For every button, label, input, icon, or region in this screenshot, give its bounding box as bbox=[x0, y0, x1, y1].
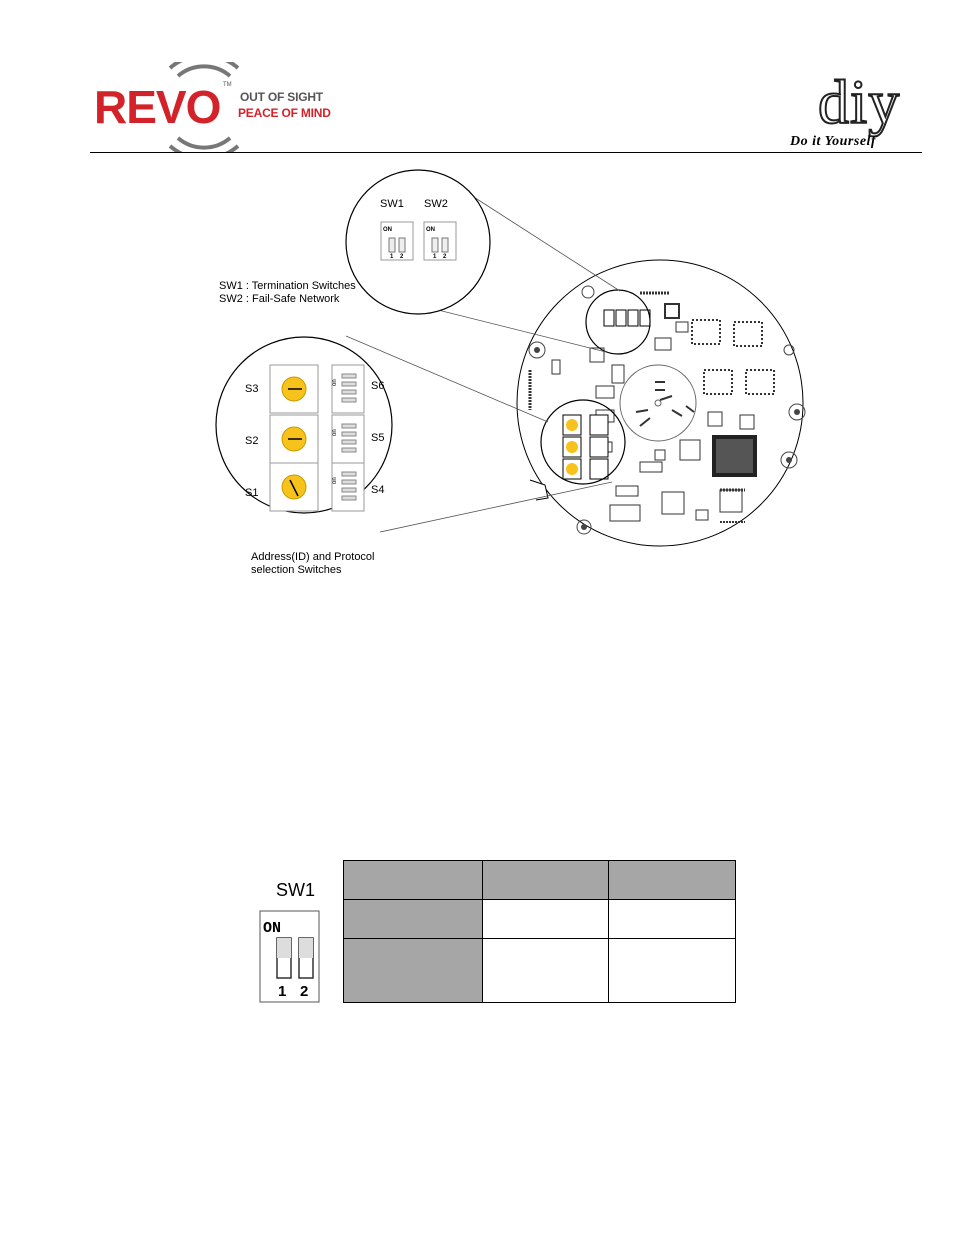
revo-waves-icon bbox=[168, 62, 240, 152]
diy-tagline: Do it Yourself bbox=[790, 134, 877, 149]
caption-address-line2: selection Switches bbox=[251, 564, 342, 576]
header-divider bbox=[90, 152, 922, 153]
zoom-sw1-label: SW1 bbox=[380, 198, 404, 210]
sw1-dip-figure: ON 1 2 bbox=[259, 910, 320, 1003]
table-row bbox=[343, 899, 736, 939]
dip-label-s5: S5 bbox=[371, 432, 384, 444]
table-cell bbox=[608, 938, 736, 1003]
dip-on-s4: on bbox=[332, 477, 338, 484]
pcb-board bbox=[516, 259, 806, 547]
rotary-label-s1: S1 bbox=[245, 487, 258, 499]
sw1-fig-pos1: 1 bbox=[278, 983, 286, 1000]
dip-label-s4: S4 bbox=[371, 484, 384, 496]
zoom-sw2-on: ON bbox=[426, 227, 435, 233]
table-cell bbox=[343, 899, 483, 939]
caption-address-line1: Address(ID) and Protocol bbox=[251, 551, 375, 563]
revo-logo: REVO TM OUT OF SIGHT PEACE OF MIND bbox=[90, 62, 360, 152]
dip-on-s6: on bbox=[332, 379, 338, 386]
rotary-label-s2: S2 bbox=[245, 435, 258, 447]
table-cell bbox=[343, 938, 483, 1003]
tagline-line2: PEACE OF MIND bbox=[238, 106, 331, 120]
zoom-sw1-pos2: 2 bbox=[400, 254, 404, 260]
table-row bbox=[343, 938, 736, 1003]
sw1-settings-table bbox=[343, 860, 736, 1003]
address-zoom-circle: on on on S3 S2 S1 S6 S5 S4 bbox=[215, 336, 393, 514]
zoom-sw1-on: ON bbox=[383, 227, 392, 233]
dip-label-s6: S6 bbox=[371, 380, 384, 392]
sw-zoom-circle: SW1 SW2 ON 1 2 ON 1 2 bbox=[345, 169, 491, 315]
table-cell bbox=[608, 899, 736, 939]
zoom-sw1-pos1: 1 bbox=[390, 254, 394, 260]
pcb-illustration: SW1 SW2 ON 1 2 ON 1 2 bbox=[215, 169, 806, 547]
tagline-line1: OUT OF SIGHT bbox=[240, 90, 323, 104]
zoom-sw2-pos1: 1 bbox=[433, 254, 437, 260]
trademark: TM bbox=[223, 82, 232, 88]
table-row bbox=[343, 860, 736, 900]
diy-logo: diy Do it Yourself bbox=[790, 71, 925, 154]
sw1-fig-on: ON bbox=[263, 920, 281, 937]
revo-brand: REVO bbox=[94, 81, 221, 133]
table-cell bbox=[482, 860, 609, 900]
pcb-diagram: SW1 SW2 ON 1 2 ON 1 2 bbox=[0, 160, 954, 590]
zoom-sw2-label: SW2 bbox=[424, 198, 448, 210]
sw1-figure-title: SW1 bbox=[276, 880, 316, 900]
caption-sw2: SW2 : Fail-Safe Network bbox=[219, 293, 340, 305]
caption-sw1: SW1 : Termination Switches bbox=[219, 280, 356, 292]
diy-word: diy bbox=[817, 69, 901, 137]
dip-on-s5: on bbox=[332, 429, 338, 436]
sw1-fig-pos2: 2 bbox=[300, 983, 308, 1000]
table-cell bbox=[482, 938, 609, 1003]
zoom-sw2-pos2: 2 bbox=[443, 254, 447, 260]
table-cell bbox=[608, 860, 736, 900]
rotary-label-s3: S3 bbox=[245, 383, 258, 395]
table-cell bbox=[482, 899, 609, 939]
table-cell bbox=[343, 860, 483, 900]
